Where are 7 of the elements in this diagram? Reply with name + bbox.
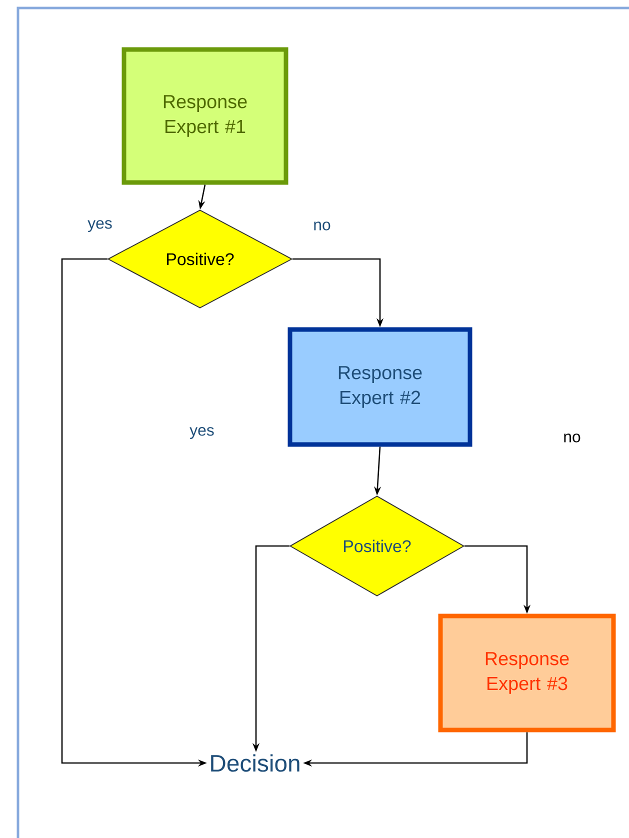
process-box: Response Expert #1 bbox=[122, 47, 288, 185]
decision-label: Decision bbox=[211, 754, 300, 772]
branch-label: yes bbox=[190, 427, 214, 439]
process-box: Response Expert #3 bbox=[438, 614, 616, 732]
process-box: Response Expert #2 bbox=[288, 327, 472, 447]
branch-label: no bbox=[564, 434, 580, 442]
edge-label: no bbox=[312, 220, 332, 232]
